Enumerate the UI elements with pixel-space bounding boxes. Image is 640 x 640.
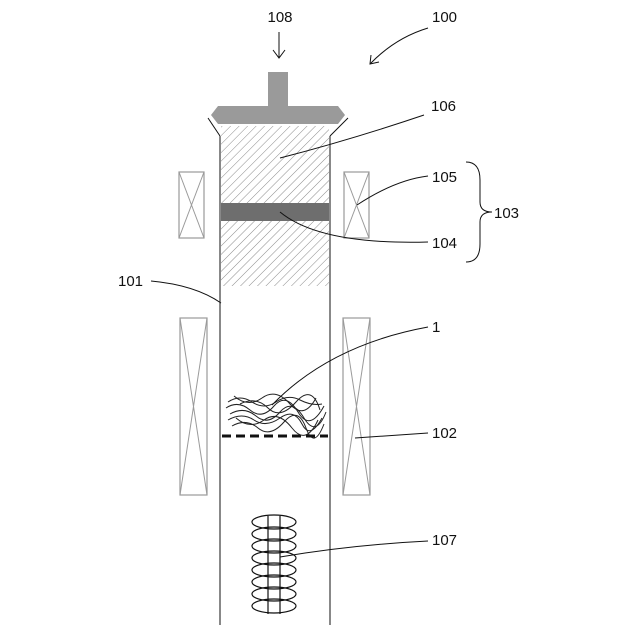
- label-103: 103: [494, 205, 519, 222]
- label-102: 102: [432, 425, 457, 442]
- label-100: 100: [432, 9, 457, 26]
- label-1: 1: [432, 319, 440, 336]
- heater-left: [180, 318, 207, 495]
- leader-101: [151, 281, 221, 303]
- band-104: [221, 203, 329, 221]
- leader-105: [357, 176, 428, 205]
- label-104: 104: [432, 235, 457, 252]
- spring: [252, 515, 296, 614]
- label-105: 105: [432, 169, 457, 186]
- upper-member: [221, 126, 329, 286]
- label-107: 107: [432, 532, 457, 549]
- leader-107: [280, 541, 428, 557]
- inlet-arrow: [273, 32, 285, 58]
- label-108: 108: [267, 9, 292, 26]
- brace-103: [466, 162, 492, 262]
- label-101: 101: [118, 273, 143, 290]
- upper-coil-right: [344, 172, 369, 238]
- label-106: 106: [431, 98, 456, 115]
- leader-102: [355, 433, 428, 438]
- apparatus-arrow: [370, 28, 428, 64]
- upper-coil-left: [179, 172, 204, 238]
